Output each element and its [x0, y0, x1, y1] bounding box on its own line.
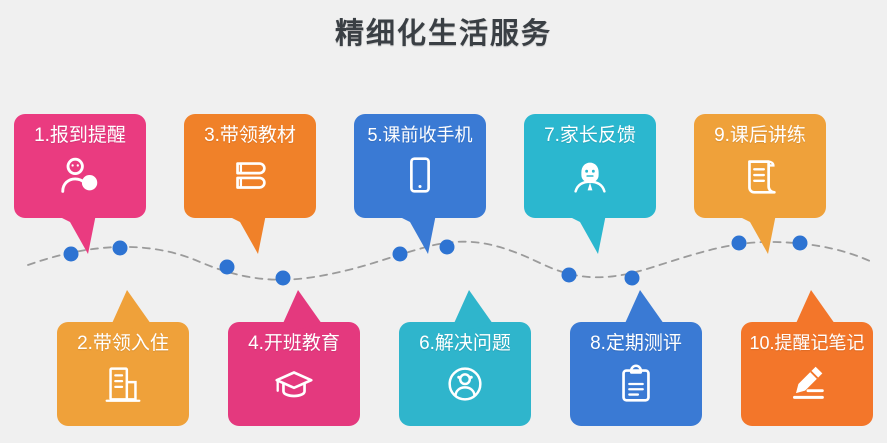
wave-dot: [112, 240, 128, 256]
step-card-tail: [107, 290, 153, 330]
scroll-document-icon: [737, 153, 783, 199]
step-card-tail: [52, 214, 98, 254]
clipboard-icon: [613, 361, 659, 407]
graduation-cap-icon: [271, 361, 317, 407]
step-card-label: 6.解决问题: [419, 333, 511, 354]
wave-dot: [792, 235, 808, 251]
step-card-tail: [278, 290, 324, 330]
step-card-label: 10.提醒记笔记: [749, 333, 865, 353]
step-card-tail: [449, 290, 495, 330]
wave-dot: [624, 270, 640, 286]
step-card-6[interactable]: 6.解决问题: [399, 290, 531, 426]
step-card-tail: [392, 214, 438, 254]
step-card-label: 7.家长反馈: [544, 125, 636, 146]
step-card-10[interactable]: 10.提醒记笔记: [741, 290, 873, 426]
step-card-7[interactable]: 7.家长反馈: [524, 114, 656, 254]
step-card-8[interactable]: 8.定期测评: [570, 290, 702, 426]
parent-feedback-icon: [567, 153, 613, 199]
step-card-4[interactable]: 4.开班教育: [228, 290, 360, 426]
step-card-2[interactable]: 2.带领入住: [57, 290, 189, 426]
pencil-note-icon: [784, 360, 830, 406]
step-card-9[interactable]: 9.课后讲练: [694, 114, 826, 254]
step-card-label: 8.定期测评: [590, 333, 682, 354]
step-card-5[interactable]: 5.课前收手机: [354, 114, 486, 254]
step-card-label: 1.报到提醒: [34, 125, 126, 146]
step-card-3[interactable]: 3.带领教材: [184, 114, 316, 254]
step-card-label: 4.开班教育: [248, 333, 340, 354]
wave-dot: [439, 239, 455, 255]
step-card-label: 2.带领入住: [77, 333, 169, 354]
building-icon: [100, 361, 146, 407]
person-check-icon: [57, 153, 103, 199]
step-card-tail: [562, 214, 608, 254]
step-card-tail: [222, 214, 268, 254]
wave-dot: [561, 267, 577, 283]
step-card-label: 5.课前收手机: [367, 125, 473, 145]
step-card-1[interactable]: 1.报到提醒: [14, 114, 146, 254]
step-card-tail: [620, 290, 666, 330]
wave-dot: [275, 270, 291, 286]
step-card-tail: [732, 214, 778, 254]
step-card-label: 3.带领教材: [204, 125, 296, 146]
books-icon: [227, 153, 273, 199]
page-title: 精细化生活服务: [334, 18, 552, 50]
user-support-icon: [442, 361, 488, 407]
wave-dot: [219, 259, 235, 275]
step-card-tail: [791, 290, 837, 330]
mobile-phone-icon: [397, 152, 443, 198]
step-card-label: 9.课后讲练: [714, 125, 806, 146]
